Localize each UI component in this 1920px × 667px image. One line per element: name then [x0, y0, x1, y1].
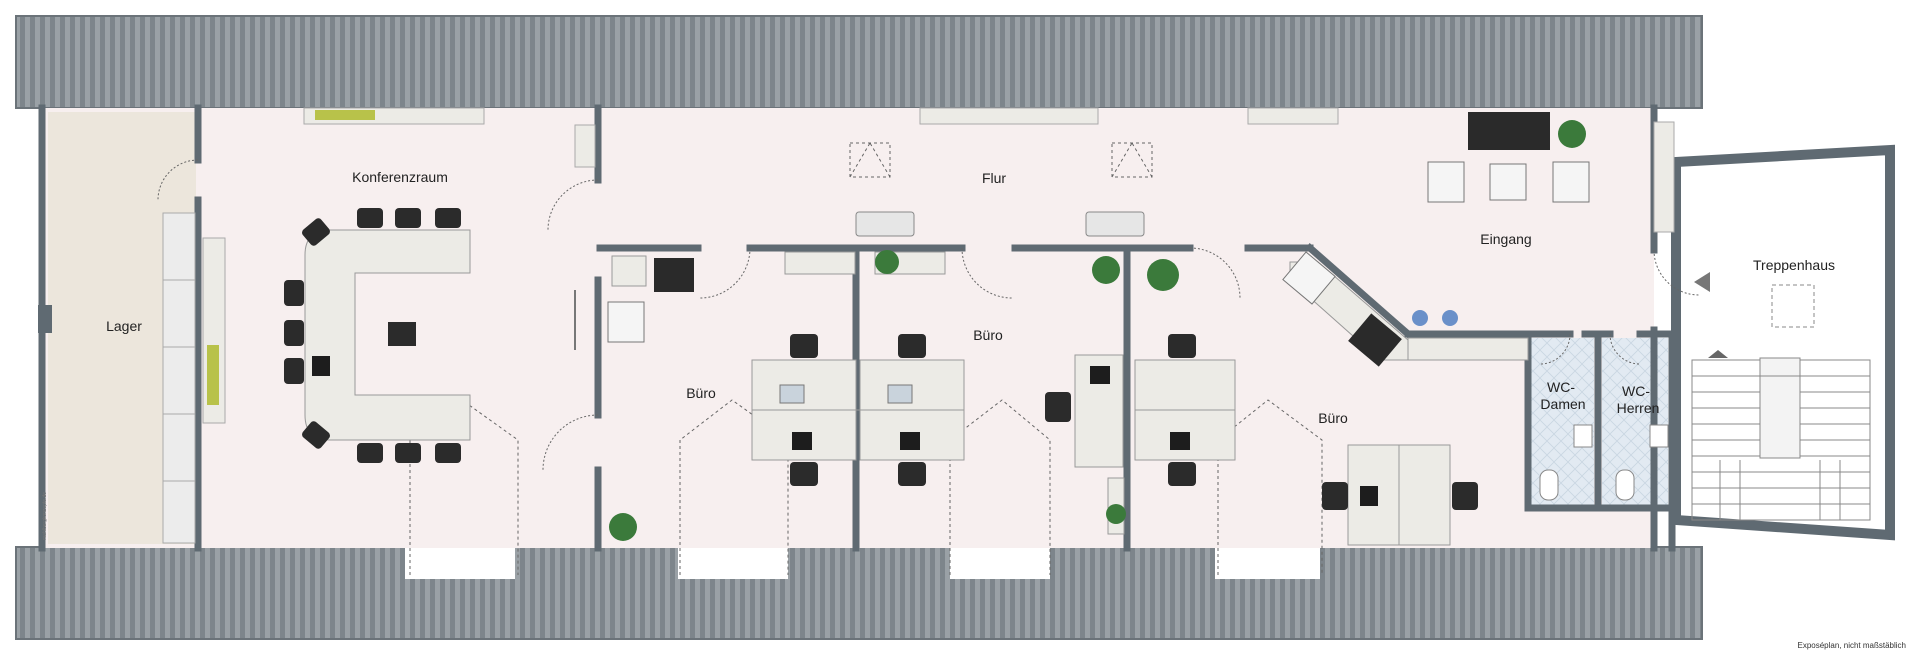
room-label-lager: Lager: [106, 318, 142, 334]
konferenz-binders: [207, 345, 219, 405]
room-label-wc-herren: WC- Herren: [1617, 383, 1660, 416]
desks-mid: [1074, 354, 1236, 535]
chimney: [38, 305, 52, 333]
desk-chairs-right: [1322, 482, 1478, 510]
laptops-center: [779, 384, 913, 404]
walls: [38, 104, 1676, 552]
desk-chairs-center: [790, 334, 926, 486]
desk-chairs-mid: [1045, 334, 1196, 486]
wc-fixtures: [1539, 424, 1669, 501]
konferenz-side-cabinet: [574, 124, 596, 168]
room-label-flur: Flur: [982, 170, 1006, 186]
konferenz-top-binders: [315, 110, 375, 120]
room-labels: Lager Konferenzraum Flur Eingang Treppen…: [106, 169, 1835, 426]
buero-left-furniture: [607, 255, 694, 541]
reception-desk: [1282, 251, 1529, 367]
plants-mid: [1092, 256, 1179, 524]
conference-chairs: [284, 208, 461, 463]
desk-monitors-center: [792, 432, 920, 450]
door-swings: [157, 159, 1700, 471]
room-label-wc-damen: WC- Damen: [1540, 379, 1585, 412]
stair-arrow-icon: [1694, 272, 1710, 292]
desks-center: [751, 251, 965, 461]
lager-shelves: [162, 212, 196, 544]
roof-top: [15, 15, 1703, 109]
room-label-buero-center: Büro: [973, 327, 1003, 343]
plant-icon: [875, 250, 899, 274]
lounge-sofa: [1468, 112, 1550, 150]
room-label-treppenhaus: Treppenhaus: [1753, 257, 1835, 273]
dormers: [405, 547, 1320, 579]
printers: [855, 211, 1145, 237]
desk-monitors-mid: [1090, 366, 1190, 450]
footer-note: Exposéplan, nicht maßstäblich: [1798, 641, 1907, 650]
watermark: mahlbergkonzepte.de: [42, 492, 48, 540]
desk-monitor-right: [1360, 486, 1378, 506]
room-label-eingang: Eingang: [1480, 231, 1531, 247]
plant-icon: [1558, 120, 1586, 148]
room-label-buero-right: Büro: [1318, 410, 1348, 426]
conference-laptop: [312, 356, 330, 376]
lounge-armchairs: [1427, 161, 1590, 203]
flur-shelves: [919, 107, 1675, 233]
stairwell: [1671, 144, 1895, 541]
room-label-konferenzraum: Konferenzraum: [352, 169, 448, 185]
room-label-buero-left: Büro: [686, 385, 716, 401]
roof-bottom: [15, 546, 1703, 640]
conference-speaker: [388, 322, 416, 346]
